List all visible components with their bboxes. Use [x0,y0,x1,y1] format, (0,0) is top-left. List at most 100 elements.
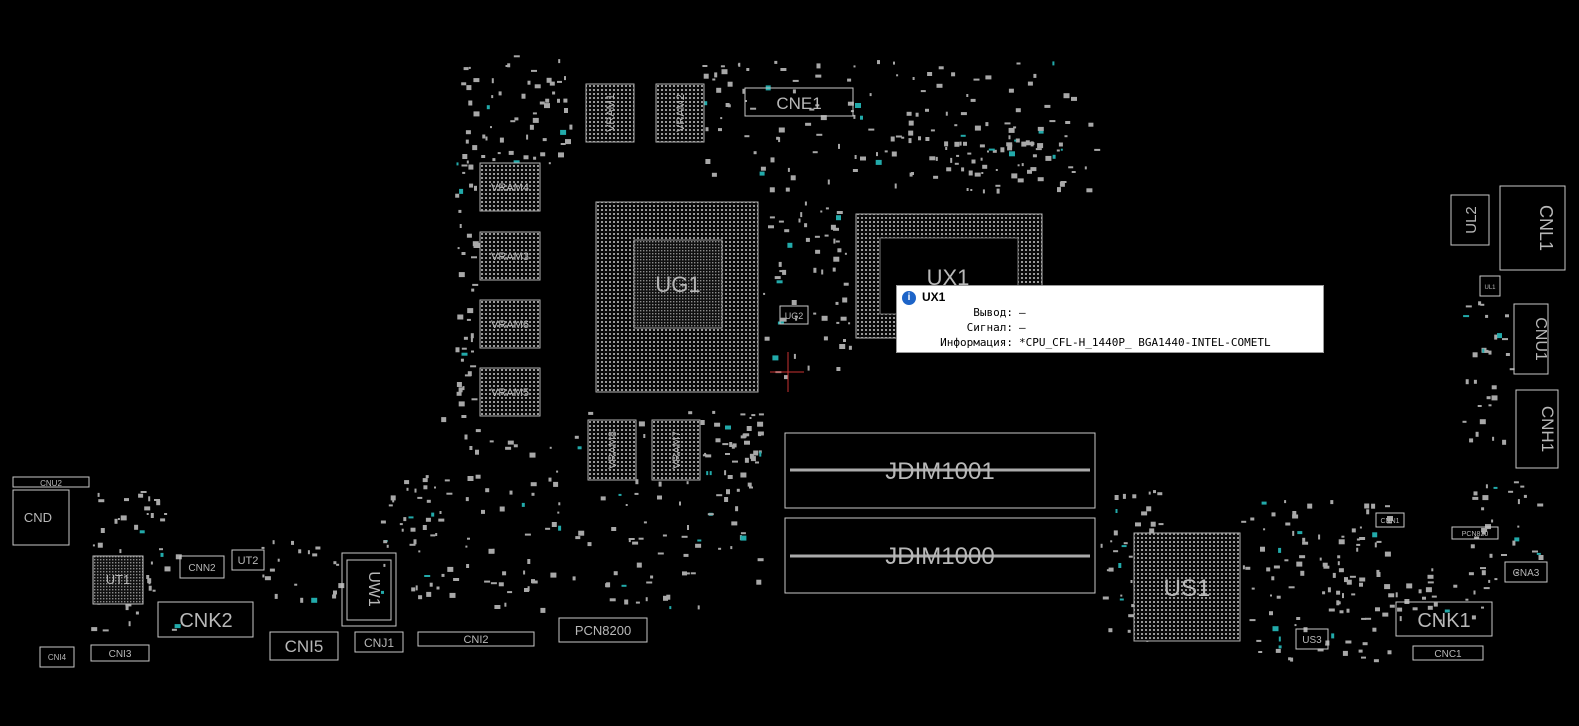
ut1-chip[interactable]: UT1 [92,555,144,605]
pad [1122,493,1126,499]
pad [435,533,438,536]
us3-chip[interactable]: US3 [1295,628,1329,650]
pad [855,103,861,108]
pad [784,375,788,380]
pad [768,225,774,229]
pad [1008,88,1014,93]
uw1-module[interactable]: UW1 [341,552,397,627]
us1-pch[interactable]: US1 [1133,532,1241,642]
cnl1-connector[interactable]: CNL1 [1499,185,1566,271]
vram4-chip[interactable]: VRAM4 [479,162,541,212]
pad [473,111,480,117]
pad [545,98,550,103]
pad [531,69,537,72]
pad [714,72,718,78]
pad [558,59,561,64]
pad [465,545,468,548]
pad [587,542,592,547]
pad [815,104,820,107]
pad [430,534,436,537]
pad [847,101,854,106]
vram2-chip[interactable]: VRAM2 [655,83,705,143]
cni4-connector[interactable]: CNI4 [39,646,75,668]
pad [461,82,467,86]
cni2-connector[interactable]: CNI2 [417,631,535,647]
pad [1307,503,1313,509]
cnd-connector[interactable]: CND [12,489,70,546]
pad [681,535,688,538]
pad [1453,584,1458,588]
pad [794,315,798,318]
cnu2-connector[interactable]: CNU2 [12,476,90,488]
pad [759,451,762,457]
vram8-chip[interactable]: VRAM8 [587,419,637,481]
vram5-chip[interactable]: VRAM5 [479,367,541,417]
cnc1-connector[interactable]: CNC1 [1412,645,1484,661]
ug1-gpu[interactable]: UG1 [595,201,759,393]
pad [757,421,764,427]
vram7-chip[interactable]: VRAM7 [651,419,701,481]
pad [1288,586,1295,589]
pad [816,133,823,136]
pad [513,444,518,448]
pad [686,481,689,485]
cne1-connector[interactable]: CNE1 [744,87,854,117]
jdim1000-slot[interactable]: JDIM1000 [784,517,1096,594]
jdim1001-slot[interactable]: JDIM1001 [784,432,1096,509]
vram6-chip[interactable]: VRAM6 [479,299,541,349]
cnu1-connector[interactable]: CNU1 [1513,303,1549,375]
vram3-chip[interactable]: VRAM3 [479,231,541,281]
pad [1431,568,1434,572]
cni3-connector[interactable]: CNI3 [90,644,150,662]
cnk1-connector[interactable]: CNK1 [1395,601,1493,637]
ug2-chip[interactable]: UG2 [779,305,809,325]
pad [1465,305,1472,308]
pad [1113,550,1119,553]
pad [171,628,177,631]
cnj1-connector[interactable]: CNJ1 [354,631,404,653]
cni5-connector[interactable]: CNI5 [269,631,339,661]
svg-text:UW1: UW1 [365,571,382,607]
pad [1481,507,1485,511]
pad [930,129,935,132]
vram1-chip[interactable]: VRAM1 [585,83,635,143]
cnn1-connector[interactable]: CNN1 [1375,512,1405,528]
pcn8200-connector[interactable]: PCN8200 [558,617,648,643]
cnn2-connector[interactable]: CNN2 [179,555,225,579]
pad [920,90,926,93]
pad [475,429,481,433]
pad [1130,580,1133,583]
pad [542,138,547,142]
pcn820-connector[interactable]: PCN820 [1451,526,1499,540]
pad [1427,574,1434,579]
pad [462,386,465,391]
pad [1513,481,1519,484]
pad [413,539,417,545]
pad [532,112,537,115]
pad [499,506,505,512]
cnk2-connector[interactable]: CNK2 [157,601,254,638]
cnh1-connector[interactable]: CNH1 [1515,389,1559,469]
ul1-chip[interactable]: UL1 [1479,275,1501,297]
pad [456,382,462,387]
pad [758,413,764,416]
pad [575,536,581,540]
ul2-chip[interactable]: UL2 [1450,194,1490,246]
pad [638,421,645,427]
pad [1491,395,1498,401]
pad [148,496,151,502]
pad [684,572,690,575]
pad [769,187,775,193]
pad [1375,607,1380,612]
ut2-chip[interactable]: UT2 [231,549,265,571]
pad [1359,526,1362,529]
pad [470,365,477,368]
pad [724,470,727,476]
pad [461,347,467,350]
pad [527,80,531,85]
pad [725,453,730,455]
pad [756,579,762,585]
pad [513,160,520,164]
cna3-connector[interactable]: CNA3 [1504,561,1548,583]
